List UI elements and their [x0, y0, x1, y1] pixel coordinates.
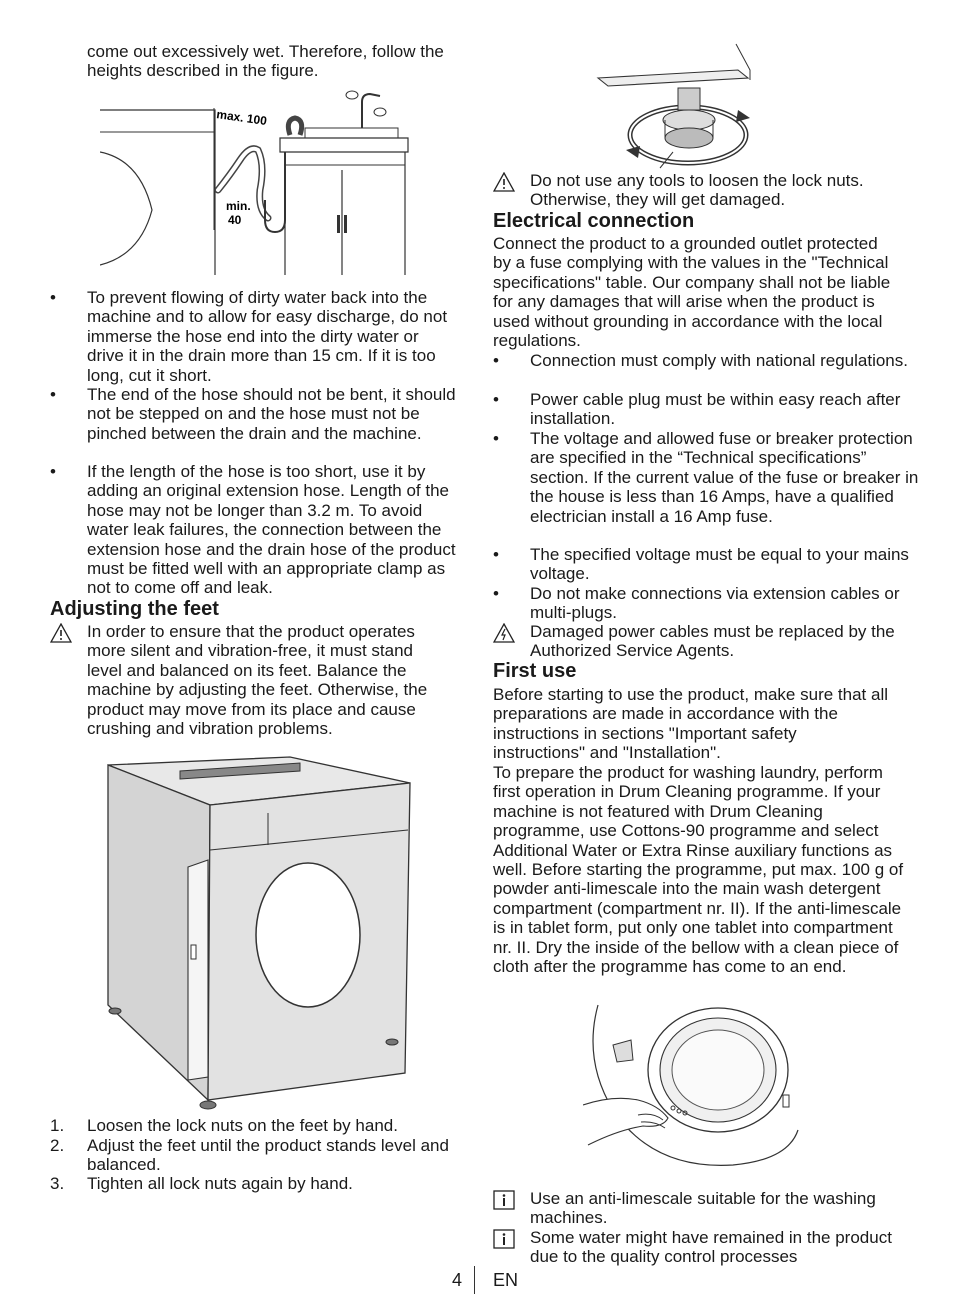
washing-machine-illustration [107, 756, 411, 1110]
list-item-text: Do not make connections via extension ca… [530, 584, 900, 623]
electrical-text: Connect the product to a grounded outlet… [493, 234, 891, 351]
warning-text: In order to ensure that the product oper… [87, 622, 428, 739]
first-use-paragraph-1: Before starting to use the product, make… [493, 685, 888, 763]
max-label: max. 100 [216, 107, 268, 128]
warning-triangle-icon [493, 172, 515, 192]
drum-cleaning-figure [582, 1000, 803, 1170]
step-number: 2. [50, 1136, 65, 1155]
lock-nut-illustration [596, 43, 751, 169]
info-text: Use an anti-limescale suitable for the w… [530, 1189, 876, 1228]
section-heading-first-use: First use [493, 660, 577, 682]
min-label: min. [226, 199, 251, 213]
page-number: 4 [452, 1270, 463, 1290]
list-item-text: Power cable plug must be within easy rea… [530, 390, 901, 429]
first-use-paragraph-2: To prepare the product for washing laund… [493, 763, 904, 977]
min-value: 40 [228, 213, 242, 227]
warning-text: Do not use any tools to loosen the lock … [530, 171, 864, 210]
drum-cleaning-illustration [582, 1004, 799, 1166]
step-text: Adjust the feet until the product stands… [87, 1136, 449, 1175]
washing-machine-figure [100, 755, 420, 1115]
hose-height-illustration: max. 100 min. 40 [99, 90, 409, 275]
section-heading-electrical: Electrical connection [493, 210, 695, 232]
section-heading-adjusting-feet: Adjusting the feet [50, 598, 219, 620]
info-text: Some water might have remained in the pr… [530, 1228, 892, 1267]
list-item-text: The specified voltage must be equal to y… [530, 545, 909, 584]
electrical-warning-icon [493, 623, 515, 643]
intro-text: come out excessively wet. Therefore, fol… [87, 42, 444, 81]
footer-divider [474, 1266, 475, 1294]
lock-nut-figure [588, 40, 788, 170]
list-item-text: Connection must comply with national reg… [530, 351, 908, 370]
list-item-text: The voltage and allowed fuse or breaker … [530, 429, 919, 526]
info-icon [493, 1229, 515, 1249]
list-item-text: To prevent flowing of dirty water back i… [87, 288, 448, 385]
step-number: 1. [50, 1116, 65, 1135]
step-text: Loosen the lock nuts on the feet by hand… [87, 1116, 398, 1135]
list-item-text: If the length of the hose is too short, … [87, 462, 456, 598]
step-number: 3. [50, 1174, 65, 1193]
step-text: Tighten all lock nuts again by hand. [87, 1174, 353, 1193]
language-code: EN [493, 1270, 519, 1290]
warning-triangle-icon [50, 623, 72, 643]
info-icon [493, 1190, 515, 1210]
warning-text: Damaged power cables must be replaced by… [530, 622, 895, 661]
hose-height-figure: max. 100 min. 40 [99, 90, 410, 275]
list-item-text: The end of the hose should not be bent, … [87, 385, 456, 443]
